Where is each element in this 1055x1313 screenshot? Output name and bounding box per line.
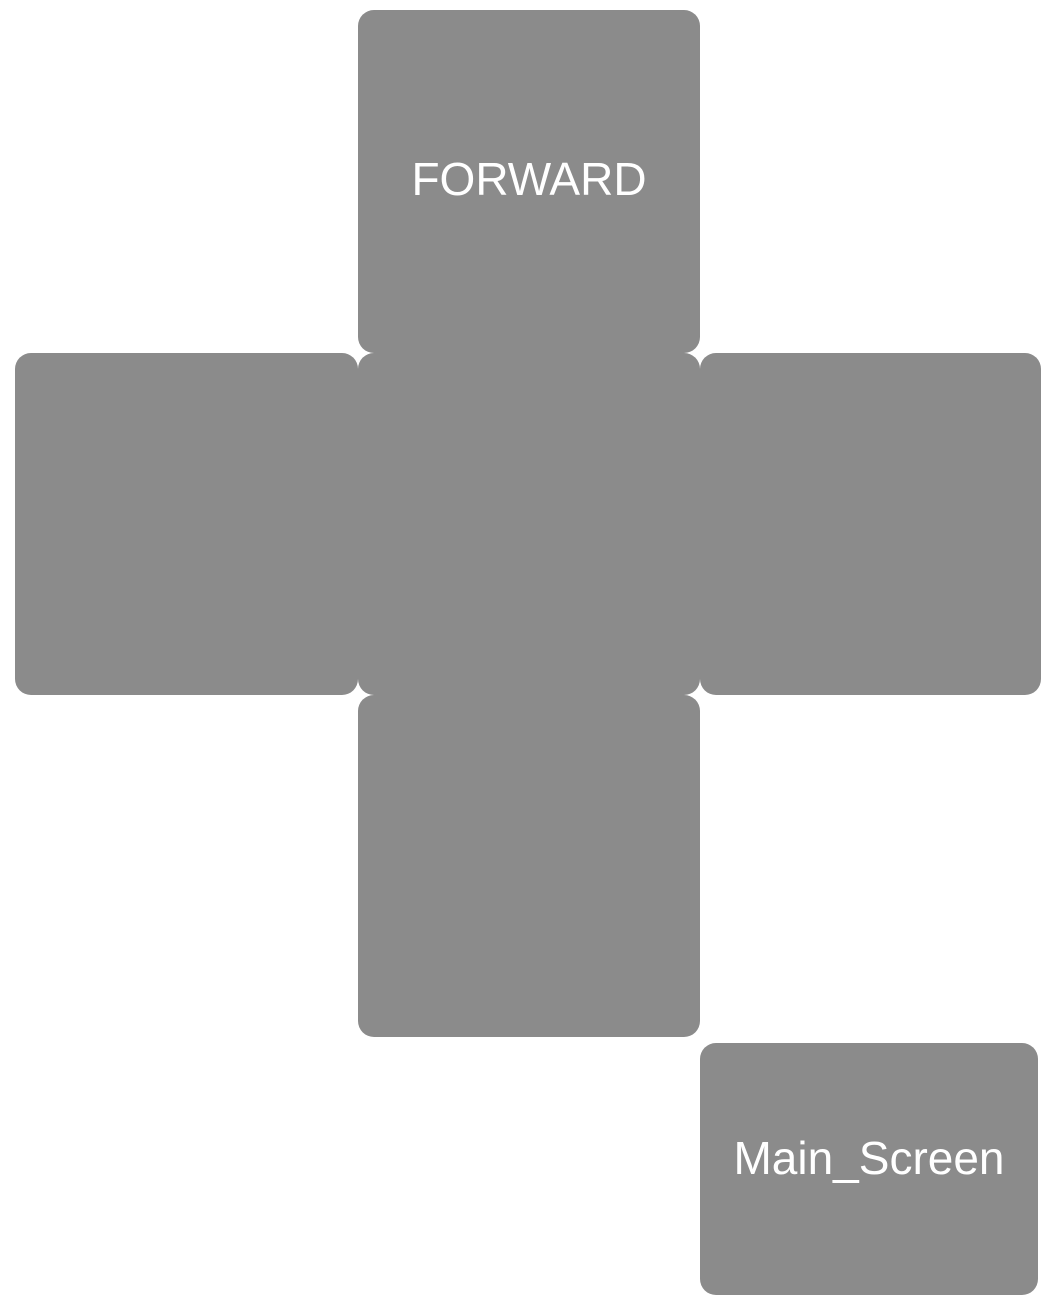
main-screen-button[interactable]: Main_Screen <box>700 1043 1038 1295</box>
left-button[interactable]: LEFT <box>15 353 358 695</box>
backward-button[interactable]: BACKWARD <box>358 695 700 1037</box>
right-button[interactable]: RIGHT <box>700 353 1041 695</box>
stop-button[interactable]: STOP <box>358 353 700 695</box>
forward-button-label: FORWARD <box>411 153 647 205</box>
forward-button[interactable]: FORWARD <box>358 10 700 353</box>
main-screen-button-label: Main_Screen <box>733 1132 1005 1184</box>
